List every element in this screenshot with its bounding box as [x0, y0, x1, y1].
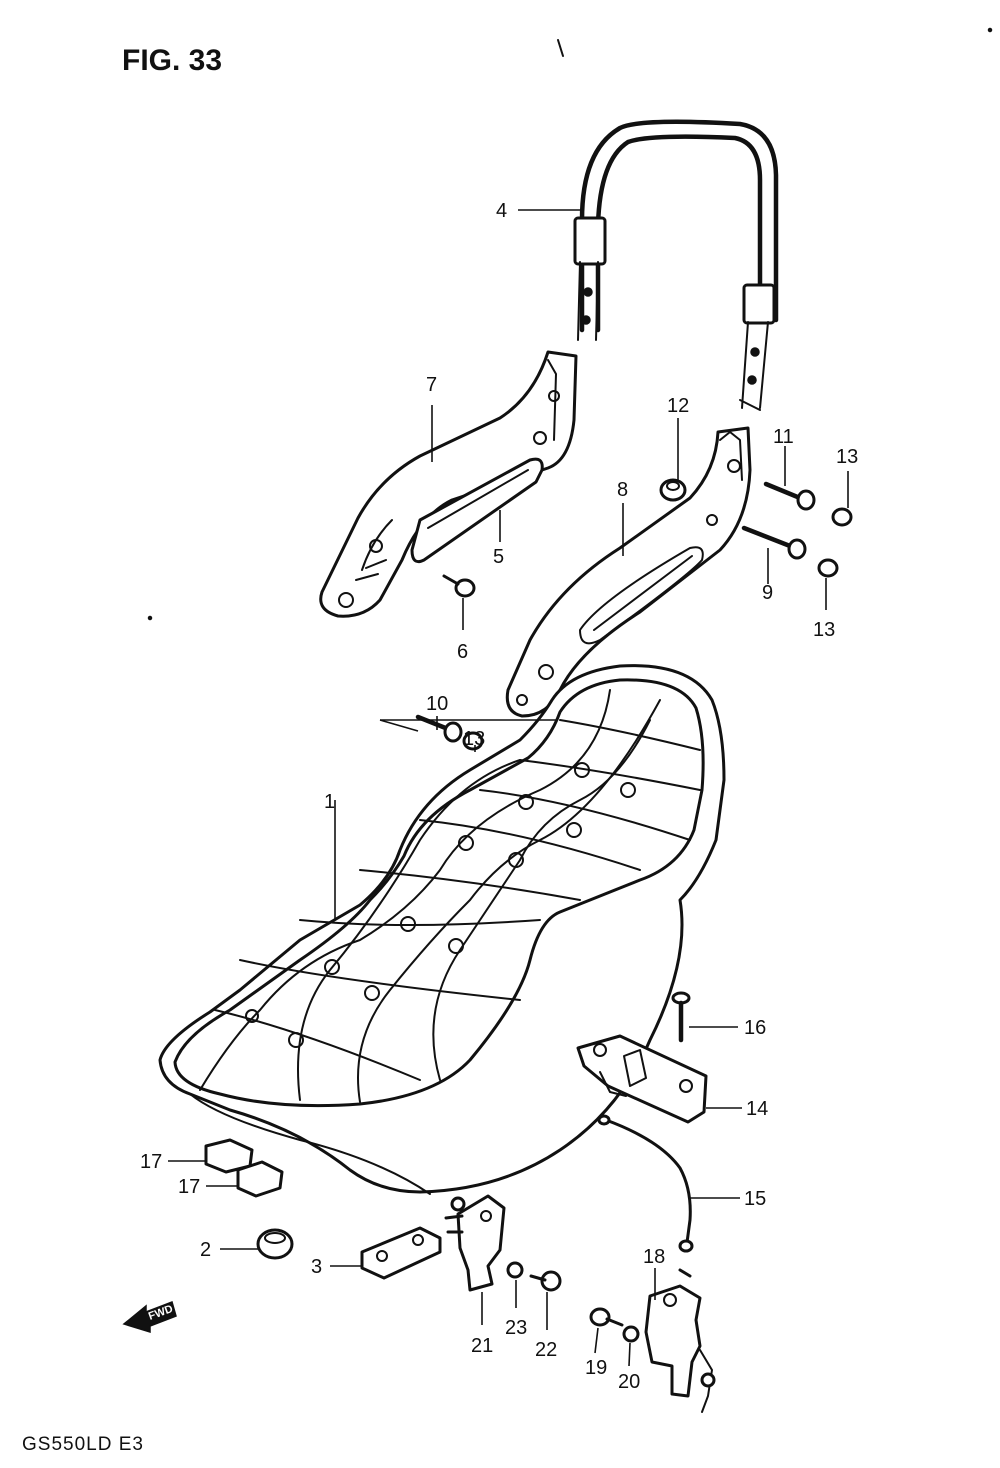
- screw-22-part: [529, 1270, 562, 1292]
- callout-13-lower: 13: [463, 728, 485, 750]
- nut-12-part: [659, 478, 687, 502]
- speck-mark: [557, 39, 564, 57]
- callout-15: 15: [744, 1188, 766, 1210]
- screw-19-part: [589, 1307, 624, 1327]
- cap-13-lower-part: [462, 731, 484, 751]
- callout-8: 8: [617, 479, 628, 501]
- callout-19: 19: [585, 1357, 607, 1379]
- speck-dot: [147, 615, 153, 621]
- forward-direction-arrow: FWD: [122, 1301, 177, 1334]
- seat-lock-21-part: [444, 1194, 506, 1292]
- callout-3: 3: [311, 1256, 322, 1278]
- speck-dot: [987, 27, 993, 33]
- callout-17-upper: 17: [140, 1151, 162, 1173]
- left-grab-bracket-part: [319, 350, 578, 618]
- callout-20: 20: [618, 1371, 640, 1393]
- callout-23: 23: [505, 1317, 527, 1339]
- callout-2: 2: [200, 1239, 211, 1261]
- washer-23-part: [506, 1261, 524, 1279]
- callout-4: 4: [496, 200, 507, 222]
- washer-20-part: [622, 1325, 640, 1343]
- callout-7: 7: [426, 374, 437, 396]
- grommet-2-part: [256, 1228, 294, 1260]
- callout-17-lower: 17: [178, 1176, 200, 1198]
- bolt-6-part: [442, 574, 476, 598]
- helmet-lock-18-part: [644, 1284, 716, 1413]
- latch-14-part: [576, 1034, 708, 1124]
- callout-9: 9: [762, 582, 773, 604]
- callout-12: 12: [667, 395, 689, 417]
- callout-22: 22: [535, 1339, 557, 1361]
- bolt-11-part: [763, 481, 816, 511]
- figure-title: FIG. 33: [122, 44, 222, 77]
- cap-13-middle-part: [817, 558, 839, 578]
- callout-13-upper: 13: [836, 446, 858, 468]
- bolt-10-part: [415, 714, 463, 743]
- callout-16: 16: [744, 1017, 766, 1039]
- cable-15-part: [597, 1114, 694, 1278]
- callout-21: 21: [471, 1335, 493, 1357]
- leader-lines: [168, 209, 849, 1367]
- callout-1: 1: [324, 791, 335, 813]
- plate-3-part: [360, 1226, 442, 1280]
- callout-6: 6: [457, 641, 468, 663]
- callout-14: 14: [746, 1098, 768, 1120]
- callout-5: 5: [493, 546, 504, 568]
- callout-labels: 1 2 3 4 5 6 7 8 9 10 11 12 13 13 13 14 1…: [140, 200, 858, 1393]
- reflector-part: [410, 457, 544, 564]
- callout-13-middle: 13: [813, 619, 835, 641]
- cushion-17-lower-part: [236, 1160, 284, 1198]
- bolt-9-part: [741, 525, 807, 560]
- model-code: GS550LD E3: [22, 1434, 144, 1455]
- callout-11: 11: [773, 426, 794, 448]
- callout-18: 18: [643, 1246, 665, 1268]
- callout-10: 10: [426, 693, 448, 715]
- cap-13-upper-part: [831, 507, 853, 527]
- seat-part: [158, 664, 726, 1195]
- backrest-frame-part: [573, 119, 779, 411]
- bolt-16-part: [671, 991, 691, 1043]
- right-grab-bracket-part: [505, 426, 752, 718]
